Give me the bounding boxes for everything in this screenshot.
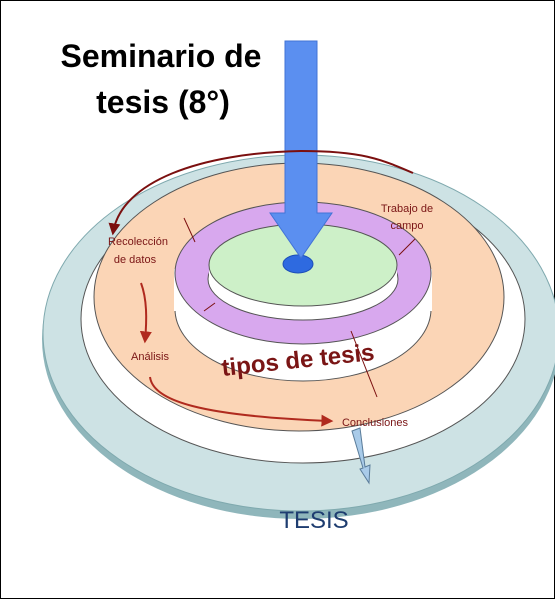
label-conclusiones: Conclusiones xyxy=(342,417,409,429)
tick-line xyxy=(398,238,416,256)
label-analisis: Análisis xyxy=(131,351,169,363)
conclusiones-down-arrow xyxy=(351,427,371,485)
label-recoleccion-line-1: Recolección xyxy=(108,236,168,248)
label-tesis: TESIS xyxy=(279,507,348,534)
label-trabajo-line-1: Trabajo de xyxy=(381,203,433,215)
big-down-arrow xyxy=(269,40,333,259)
tick-line xyxy=(183,217,196,243)
title-line-1: Seminario de xyxy=(61,38,262,74)
recoleccion-to-analisis-arrow xyxy=(139,282,152,344)
analisis-to-conclusiones-arrow xyxy=(149,376,334,427)
label-recoleccion-line-2: de datos xyxy=(114,254,157,266)
title-line-2: tesis (8°) xyxy=(96,84,230,120)
label-trabajo-line-2: campo xyxy=(390,220,423,232)
top-arc-arrow xyxy=(108,149,414,236)
tick-line xyxy=(350,330,378,398)
hub-dot xyxy=(282,254,314,274)
tick-line xyxy=(203,302,216,312)
